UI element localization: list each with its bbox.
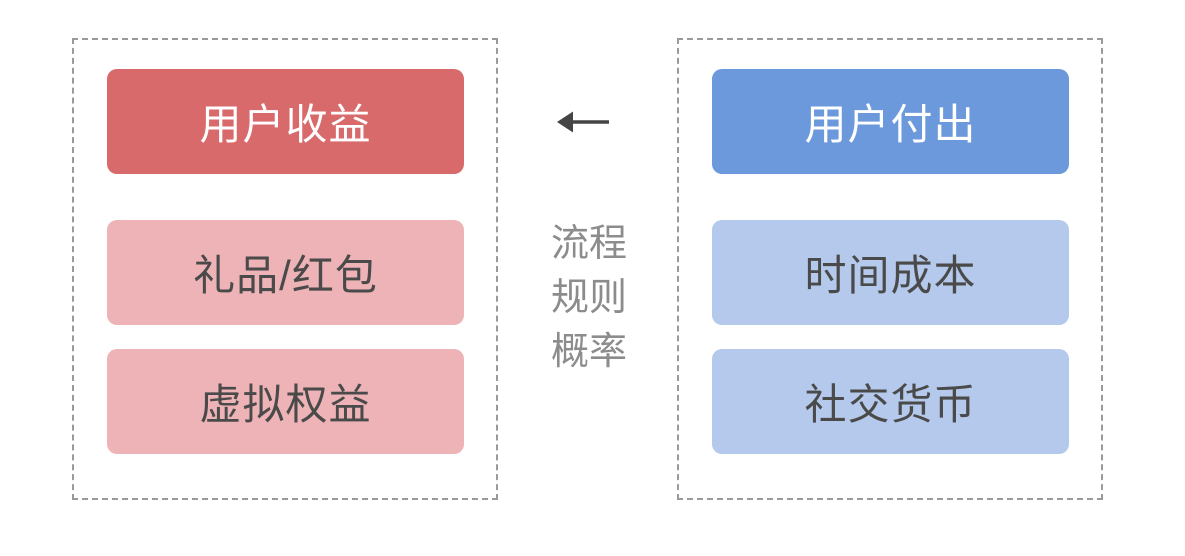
connector-label-line-1: 流程 [550, 223, 627, 265]
panel-user-cost: 用户付出 时间成本 社交货币 [677, 38, 1103, 500]
box-user-cost-header: 用户付出 [712, 69, 1069, 174]
connector-label: 流程 规则 概率 [534, 217, 644, 379]
box-virtual-rights-label: 虚拟权益 [199, 381, 372, 428]
connector-label-line-3: 概率 [550, 331, 627, 373]
box-social-currency-label: 社交货币 [804, 381, 977, 428]
box-time-cost-label: 时间成本 [804, 252, 977, 299]
box-gift-redpacket-label: 礼品/红包 [193, 252, 378, 299]
connector-label-line-2: 规则 [550, 277, 627, 319]
box-social-currency: 社交货币 [712, 349, 1069, 454]
box-gift-redpacket: 礼品/红包 [107, 220, 464, 325]
box-user-benefit-label: 用户收益 [199, 101, 372, 148]
panel-user-benefit: 用户收益 礼品/红包 虚拟权益 [72, 38, 498, 500]
left-arrow-icon [556, 108, 610, 136]
box-user-benefit-header: 用户收益 [107, 69, 464, 174]
box-time-cost: 时间成本 [712, 220, 1069, 325]
box-virtual-rights: 虚拟权益 [107, 349, 464, 454]
box-user-cost-label: 用户付出 [804, 101, 977, 148]
